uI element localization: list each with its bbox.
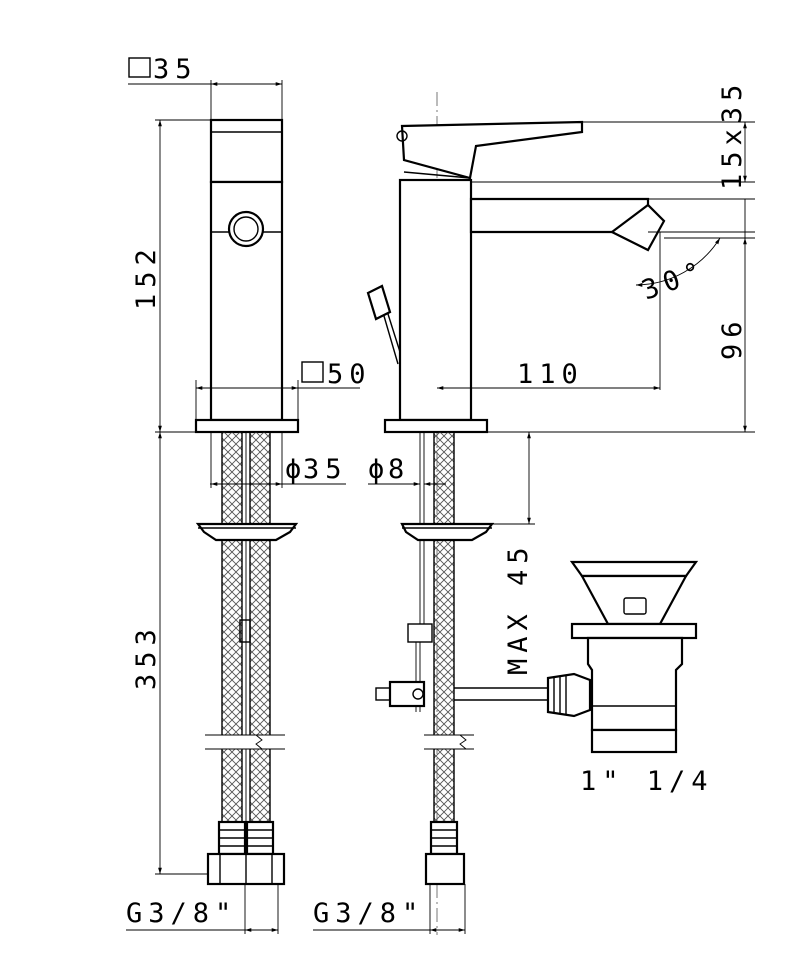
hose-left-1 — [221, 431, 243, 823]
lever-15x35-label: 15x35 — [717, 79, 748, 190]
max-45-label: MAX 45 — [503, 541, 534, 675]
height-152-label: 152 — [131, 243, 162, 310]
base-plate-front — [194, 418, 300, 434]
square-symbol — [128, 57, 151, 78]
fixing-nut-front — [195, 522, 299, 542]
side-view: 15x35 30° 96 110 ϕ 8 — [313, 79, 755, 935]
diameter-35-label: 35 — [303, 454, 348, 485]
square-symbol-50 — [301, 361, 324, 383]
diameter-symbol-8: ϕ — [368, 454, 390, 485]
mixer-body-side — [398, 178, 473, 422]
base-plate-side — [383, 418, 489, 434]
thread-g38-left: G3/8" — [126, 898, 237, 929]
diameter-8-label: 8 — [388, 454, 410, 485]
angle-30-label: 30° — [638, 255, 711, 307]
lever-handle — [400, 120, 584, 180]
mixer-handle-front — [209, 118, 284, 184]
pop-up-knob — [366, 284, 392, 321]
square-35-label: 35 — [153, 54, 198, 85]
reach-110-label: 110 — [517, 359, 584, 390]
thread-g38-right: G3/8" — [313, 898, 424, 929]
height-96-label: 96 — [717, 315, 748, 360]
fixing-nut-side — [400, 522, 495, 542]
square-50-label: 50 — [327, 359, 372, 390]
front-view: 35 152 50 — [126, 54, 372, 934]
diameter-symbol: ϕ — [285, 454, 307, 485]
drain-size-label: 1" 1/4 — [580, 766, 714, 797]
pop-up-waste — [546, 560, 699, 754]
length-353-label: 353 — [131, 623, 162, 690]
fitting-nut-side — [424, 852, 466, 886]
hose-side — [433, 431, 455, 823]
hose-left-2 — [249, 431, 271, 823]
